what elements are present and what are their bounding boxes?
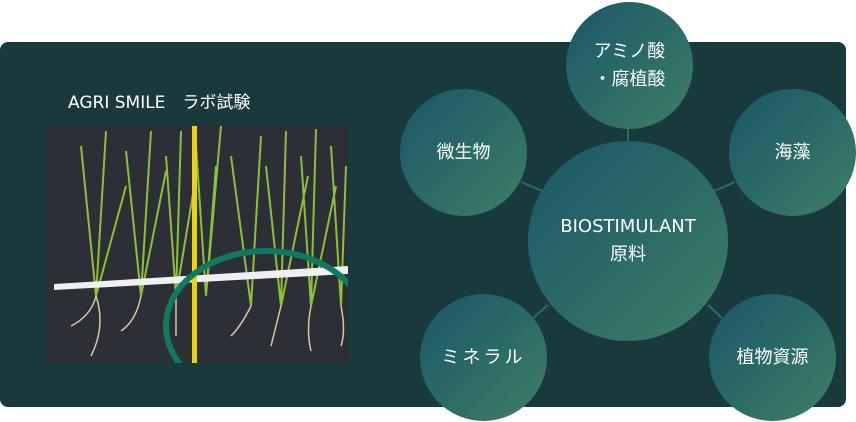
center-node-label-2: 原料 [609, 244, 646, 265]
center-node-biostimulant: BIOSTIMULANT 原料 [528, 141, 728, 341]
node-amino-acid: アミノ酸・腐植酸 [566, 2, 693, 129]
node-label: 微生物 [436, 141, 491, 163]
node-label: ・腐植酸 [593, 68, 666, 90]
node-mineral: ミネラル [420, 294, 547, 421]
node-plant-resources: 植物資源 [709, 294, 836, 421]
node-label: アミノ酸 [593, 40, 666, 62]
node-microorganism: 微生物 [400, 89, 527, 216]
node-label: 海藻 [774, 141, 811, 163]
center-node-label-1: BIOSTIMULANT [560, 216, 696, 238]
rice-seedling-photo [46, 126, 348, 363]
node-label: ミネラル [441, 346, 526, 368]
lab-test-title: AGRI SMILE ラボ試験 [68, 93, 251, 113]
node-label: 植物資源 [736, 346, 809, 368]
node-seaweed: 海藻 [729, 89, 856, 216]
